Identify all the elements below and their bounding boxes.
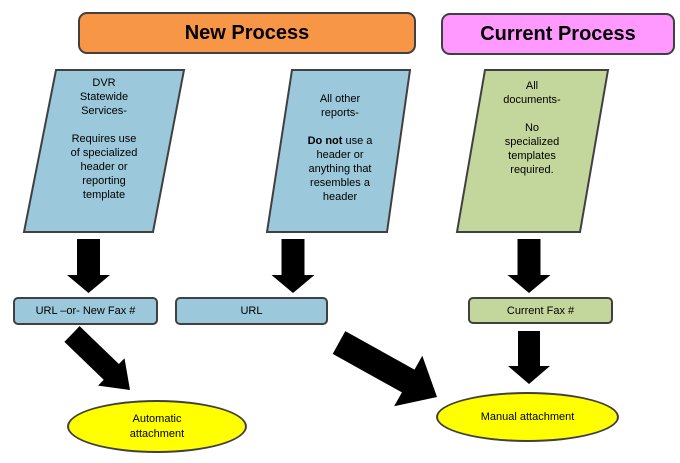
other-reports-text-start: All other reports- <box>319 93 361 119</box>
diagonal-arrow-icon <box>64 326 130 390</box>
oval-automatic-attachment: Automatic attachment <box>67 400 247 453</box>
down-arrow-icon <box>67 239 110 293</box>
box-current-fax: Current Fax # <box>468 297 613 324</box>
oval-manual-attachment: Manual attachment <box>436 392 619 442</box>
down-arrow-icon <box>271 239 315 293</box>
parallelogram-all-documents-text: All documents- No specialized templates … <box>503 80 561 176</box>
header-current-process: Current Process <box>441 13 675 55</box>
box-url-or-new-fax: URL –or- New Fax # <box>13 297 158 325</box>
down-arrow-icon <box>507 239 551 293</box>
diagonal-arrow-icon <box>332 331 437 407</box>
parallelogram-other-reports-text: All other reports- Do not use a header o… <box>264 78 416 204</box>
parallelogram-all-documents <box>455 69 610 233</box>
other-reports-text-end: use a header or anything that resembles … <box>308 135 373 203</box>
parallelogram-dvr-statewide <box>22 69 186 233</box>
down-arrow-icon <box>508 331 550 384</box>
parallelogram-all-other-reports <box>265 69 412 233</box>
header-new-process: New Process <box>78 12 416 54</box>
box-url: URL <box>175 297 328 325</box>
other-reports-text-bold: Do not <box>307 135 343 147</box>
parallelogram-dvr-text: DVR Statewide Services- Requires use of … <box>70 77 138 201</box>
